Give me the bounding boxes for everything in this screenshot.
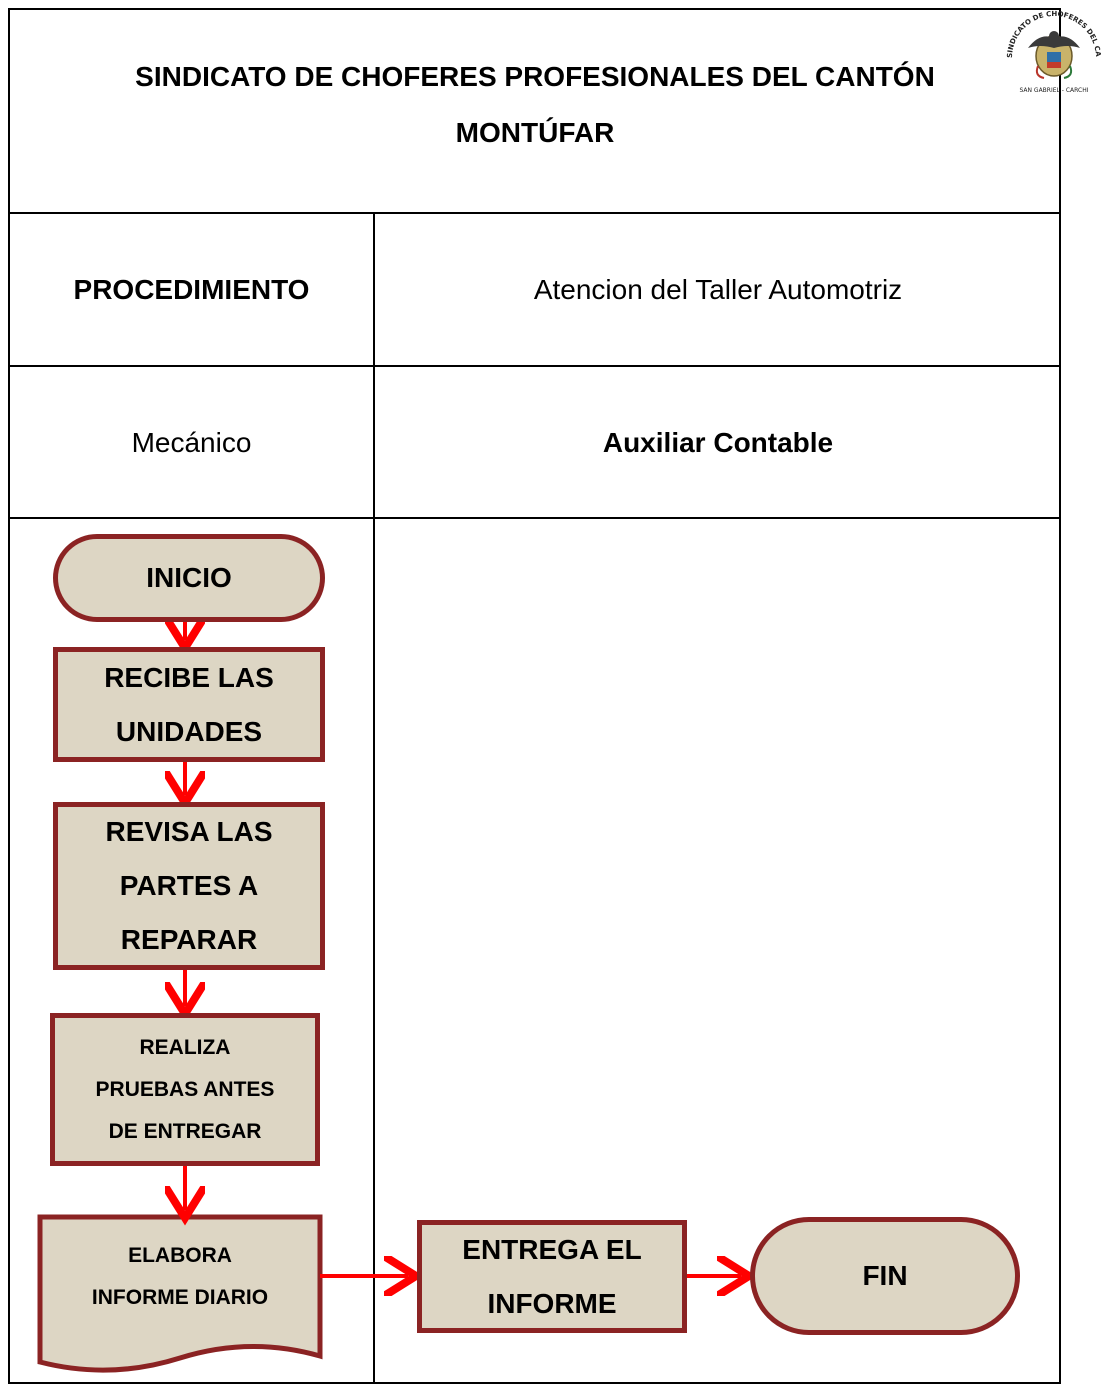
node-elabora-line-2: INFORME DIARIO (91, 1286, 269, 1309)
column-divider (373, 212, 375, 1384)
node-recibe-line-2: UNIDADES (115, 715, 263, 747)
lane-mecanico: Mecánico (131, 427, 252, 458)
procedure-label: PROCEDIMIENTO (73, 274, 310, 305)
row-divider-title (8, 212, 1061, 214)
node-inicio: INICIO (53, 534, 325, 622)
node-realiza-line-1: REALIZA (139, 1035, 231, 1059)
row-divider-lanes (8, 517, 1061, 519)
node-revisa-line-3: REPARAR (120, 924, 258, 955)
node-revisa-line-2: PARTES A (119, 870, 259, 901)
lane-auxiliar-contable: Auxiliar Contable (602, 427, 834, 458)
node-realiza-pruebas: REALIZA PRUEBAS ANTES DE ENTREGAR (50, 1013, 320, 1166)
node-elabora-line-1: ELABORA (128, 1244, 232, 1267)
node-recibe-line-1: RECIBE LAS (104, 661, 274, 693)
node-revisa-partes: REVISA LAS PARTES A REPARAR (53, 802, 325, 970)
procedure-table (8, 8, 1061, 1384)
procedure-name: Atencion del Taller Automotriz (533, 274, 903, 305)
node-realiza-line-3: DE ENTREGAR (108, 1119, 262, 1143)
union-seal-logo: SINDICATO DE CHOFERES DEL CANTÓN MONTÚFA… (990, 0, 1102, 94)
document-title: SINDICATO DE CHOFERES PROFESIONALES DEL … (135, 61, 935, 148)
node-fin-label: FIN (862, 1260, 908, 1291)
node-realiza-line-2: PRUEBAS ANTES (95, 1077, 275, 1101)
logo-bottom-text: SAN GABRIEL - CARCHI (1020, 87, 1089, 94)
node-entrega-informe: ENTREGA EL INFORME (417, 1220, 687, 1333)
node-recibe-unidades: RECIBE LAS UNIDADES (53, 647, 325, 762)
node-inicio-label: INICIO (146, 562, 232, 593)
row-divider-procedure (8, 365, 1061, 367)
node-entrega-line-2: INFORME (487, 1287, 617, 1319)
node-revisa-line-1: REVISA LAS (105, 816, 273, 847)
node-fin: FIN (750, 1217, 1020, 1335)
node-entrega-line-1: ENTREGA EL (462, 1233, 642, 1265)
node-elabora-informe: ELABORA INFORME DIARIO (40, 1222, 320, 1332)
